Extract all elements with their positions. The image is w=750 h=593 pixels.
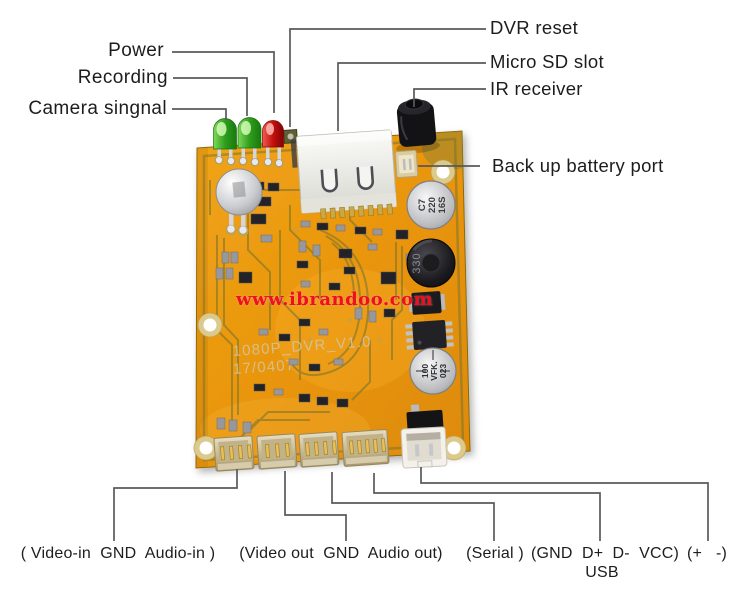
camera-signal-label: Camera singnal <box>28 98 167 119</box>
camera-signal-callout-line <box>172 108 227 120</box>
camera-signal-led <box>213 118 237 150</box>
svg-text:16S: 16S <box>437 197 448 214</box>
inductor-text: 330 <box>411 252 423 273</box>
ir-receiver-label: IR receiver <box>490 78 583 99</box>
video-in-callout-line <box>113 469 238 541</box>
smd-components <box>215 181 415 434</box>
led-solder-pads <box>214 141 284 168</box>
capacitor-c7: C7 220 16S <box>406 180 456 230</box>
video-out-label: (Video out GND Audio out) <box>239 545 443 562</box>
micro-sd-slot-label: Micro SD slot <box>490 51 604 72</box>
capacitor-100: 100 VFK. 023 <box>409 347 457 395</box>
watermark: www.ibrandoo.com <box>236 289 434 310</box>
cap-100-text: 100 <box>420 364 430 378</box>
power-pins-callout-line <box>420 467 709 541</box>
usb-callout-line <box>373 473 601 541</box>
power-callout-line <box>172 51 275 113</box>
metal-disc-component <box>215 168 263 237</box>
backup-battery-connector <box>394 149 419 179</box>
usb-label: USB <box>585 564 619 581</box>
soic8-chip <box>405 319 454 350</box>
mounting-hole-bottom-left <box>193 435 219 461</box>
recording-label: Recording <box>77 67 168 88</box>
silkscreen-date: 17/0407 <box>232 357 296 378</box>
diode <box>408 291 446 315</box>
power-connector-white <box>400 426 448 469</box>
power-led <box>262 120 284 148</box>
mounting-hole-bottom-right <box>441 435 467 461</box>
inductor-330: 330 <box>406 238 456 288</box>
usb-pinout-label: (GND D+ D- VCC) <box>530 545 680 562</box>
ir-receiver-callout-line <box>413 88 486 107</box>
serial-callout-line <box>331 472 495 541</box>
cap-c7-text: C7 <box>417 199 428 211</box>
mounting-holes <box>193 159 467 461</box>
power-pins-label: (+ -) <box>686 545 728 562</box>
micro-sd-callout-line <box>337 62 486 131</box>
svg-text:220: 220 <box>427 197 438 213</box>
callout-lines <box>113 28 709 541</box>
power-connector-block <box>406 404 444 433</box>
svg-text:VFK.: VFK. <box>429 361 439 380</box>
av-in-connector <box>213 435 255 472</box>
micro-sd-slot <box>290 129 397 220</box>
mounting-hole-top-right <box>430 159 456 185</box>
recording-callout-line <box>173 77 248 116</box>
ir-receiver <box>396 98 440 154</box>
serial-connector <box>298 431 340 468</box>
mounting-hole-left <box>197 312 223 338</box>
usb-connector <box>341 429 390 467</box>
video-in-label: ( Video-in GND Audio-in ) <box>20 545 216 562</box>
dvr-reset-label: DVR reset <box>490 17 579 38</box>
serial-label: (Serial ) <box>466 545 524 562</box>
power-label: Power <box>108 40 164 61</box>
dvr-reset-callout-line <box>289 28 486 127</box>
recording-led <box>237 117 262 149</box>
svg-text:023: 023 <box>438 364 448 378</box>
av-out-connector <box>256 433 298 470</box>
video-out-callout-line <box>284 471 347 541</box>
backup-battery-label: Back up battery port <box>492 155 664 176</box>
